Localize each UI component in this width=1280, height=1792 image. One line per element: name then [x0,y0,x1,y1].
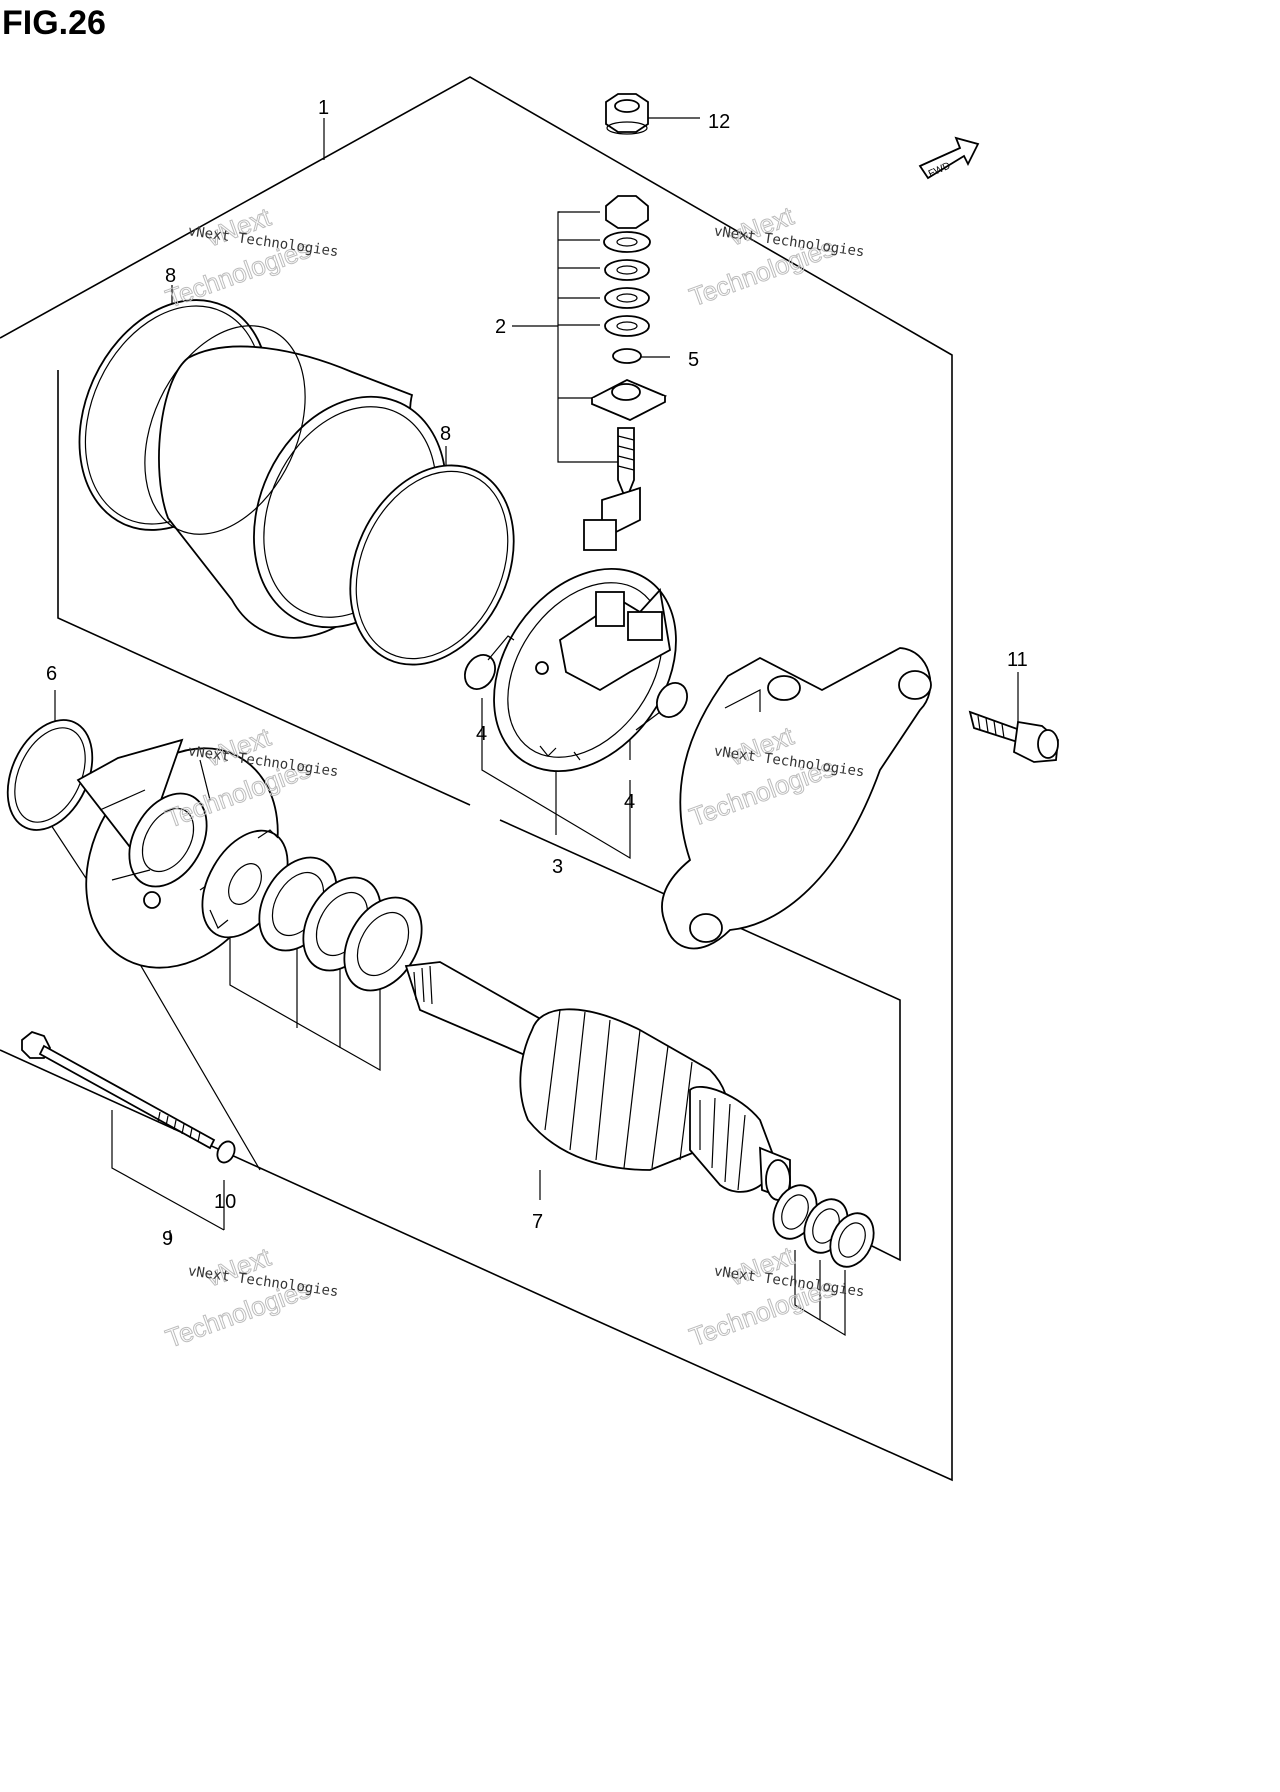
watermark-bottom-left: vNext Technologies vNext Technologies [161,1241,339,1354]
callout-9: 9 [162,1228,173,1250]
brush-spring-right [635,682,688,731]
watermark-top-left: vNext Technologies vNext Technologies [161,201,339,314]
callout-8-left: 8 [165,265,176,287]
callout-7: 7 [532,1211,543,1233]
callout-3: 3 [552,856,563,878]
thrust-washer-3 [343,896,423,992]
callout-2: 2 [495,316,506,338]
mounting-bolt [968,710,1059,763]
forward-direction-arrow: FWD [918,136,980,180]
callout-11: 11 [1007,649,1028,671]
armature [404,961,791,1202]
rear-end-cover [661,647,932,950]
brush-holder [493,567,677,773]
callout-labels: 1 2 3 4 4 5 6 7 8 8 9 10 11 12 [46,97,1028,1250]
brush-spring-left [464,635,515,690]
o-ring-right [349,464,515,666]
o-ring-front [6,719,94,831]
callout-4-left: 4 [476,723,487,745]
callout-12: 12 [708,111,730,133]
bolt-washer [216,1140,236,1164]
callout-6: 6 [46,663,57,685]
callout-5: 5 [688,349,699,371]
flange-nut [605,93,649,135]
figure-title: FIG.26 [2,4,106,42]
callout-1: 1 [318,97,329,119]
callout-8-right: 8 [440,423,451,445]
terminal-kit [583,195,668,551]
callout-10: 10 [214,1191,236,1213]
callout-4-right: 4 [624,791,635,813]
armature-shims [772,1184,875,1268]
through-bolt [21,1030,216,1150]
